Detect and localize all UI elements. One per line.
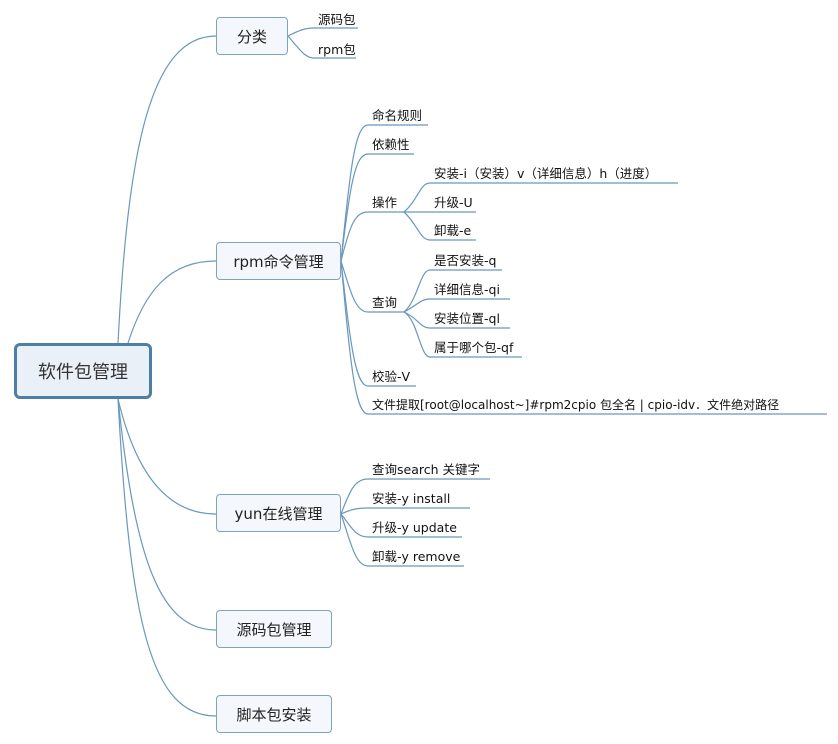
leaf-source-package[interactable]: 源码包 — [318, 12, 356, 27]
leaf-yum-install[interactable]: 安装-y install — [372, 491, 451, 506]
leaf-operation[interactable]: 操作 — [372, 195, 398, 210]
leaf-query[interactable]: 查询 — [372, 295, 398, 310]
leaf-install[interactable]: 安装-i（安装）v（详细信息）h（进度） — [434, 166, 658, 181]
leaf-yum-remove[interactable]: 卸载-y remove — [372, 549, 461, 564]
leaf-rpm-package[interactable]: rpm包 — [318, 42, 356, 57]
leaf-query-info[interactable]: 详细信息-qi — [434, 282, 500, 297]
leaf-extract[interactable]: 文件提取[root@localhost~]#rpm2cpio 包全名 | cpi… — [372, 398, 780, 412]
topic-yum[interactable]: yun在线管理 — [216, 494, 341, 532]
topic-rpm[interactable]: rpm命令管理 — [216, 242, 341, 280]
leaf-upgrade[interactable]: 升级-U — [434, 195, 473, 210]
leaf-query-location[interactable]: 安装位置-ql — [434, 311, 500, 326]
topic-source[interactable]: 源码包管理 — [216, 610, 332, 648]
leaf-verify[interactable]: 校验-V — [372, 369, 411, 384]
leaf-uninstall[interactable]: 卸载-e — [434, 223, 472, 238]
leaf-yum-update[interactable]: 升级-y update — [372, 520, 457, 535]
topic-classify[interactable]: 分类 — [216, 17, 288, 55]
leaf-dependency[interactable]: 依赖性 — [372, 137, 410, 152]
leaf-query-owner[interactable]: 属于哪个包-qf — [434, 340, 514, 355]
topic-script[interactable]: 脚本包安装 — [216, 695, 332, 733]
leaf-naming-rule[interactable]: 命名规则 — [372, 108, 423, 123]
root-topic[interactable]: 软件包管理 — [14, 343, 152, 399]
leaf-query-installed[interactable]: 是否安装-q — [434, 253, 497, 268]
leaf-yum-search[interactable]: 查询search 关键字 — [372, 462, 480, 477]
